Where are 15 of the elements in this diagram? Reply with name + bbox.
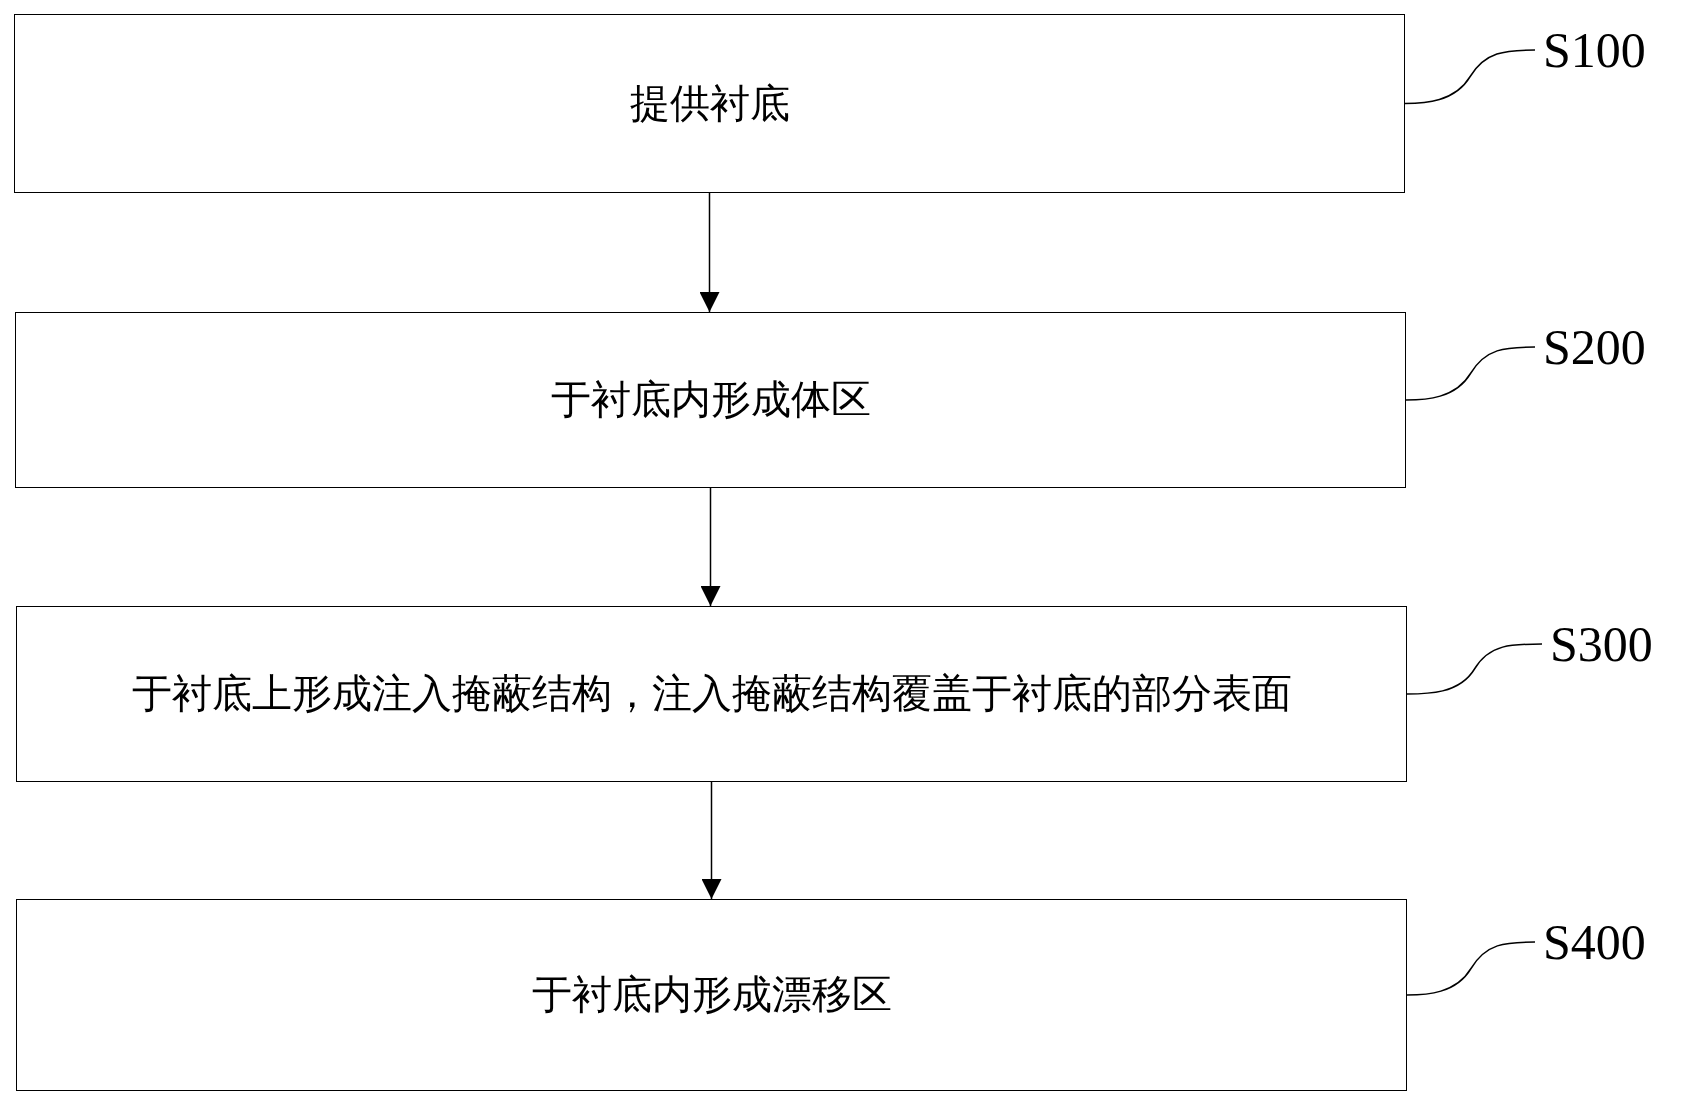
arrow: [700, 487, 721, 607]
leader-line: [1404, 49, 1536, 105]
arrow: [701, 781, 722, 900]
step-label: S200: [1543, 322, 1646, 372]
step-label: S300: [1550, 619, 1653, 669]
leader-line: [1406, 643, 1543, 695]
process-box: 提供衬底: [14, 14, 1405, 193]
leader-line: [1406, 941, 1536, 996]
process-box: 于衬底上形成注入掩蔽结构，注入掩蔽结构覆盖于衬底的部分表面: [16, 606, 1407, 782]
step-label: S100: [1543, 25, 1646, 75]
process-box: 于衬底内形成漂移区: [16, 899, 1407, 1091]
process-box: 于衬底内形成体区: [15, 312, 1406, 488]
step-label: S400: [1543, 917, 1646, 967]
leader-line: [1405, 346, 1536, 401]
arrow: [699, 192, 720, 313]
